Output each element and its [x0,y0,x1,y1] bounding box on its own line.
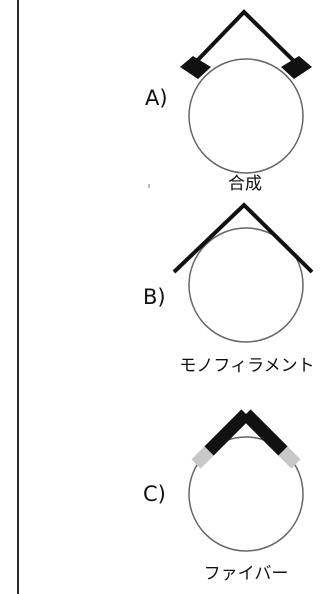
panel-a-left-tip [180,56,211,79]
panel-c-caption: ファイバー [203,564,289,584]
panel-b-string [172,202,314,274]
panel-c-right-tip [278,446,301,469]
panel-b-caption: モノフィラメント [179,356,315,376]
panel-a-circle [188,58,304,174]
panel-c-letter: C) [143,482,166,506]
panel-a-letter: A) [145,86,168,110]
panel-a-speck [148,184,150,188]
panel-c-right-band [241,409,288,456]
panel-a-right-tip [281,56,312,79]
panel-b-circle [188,227,304,343]
panel-a-string [190,9,301,68]
panel-a-caption: 合成 [228,174,262,194]
panel-c-circle [188,436,304,552]
left-divider-line [17,0,19,594]
panel-b-letter: B) [143,285,166,309]
panel-c-left-band [204,409,251,456]
panel-c-left-tip [191,446,214,469]
